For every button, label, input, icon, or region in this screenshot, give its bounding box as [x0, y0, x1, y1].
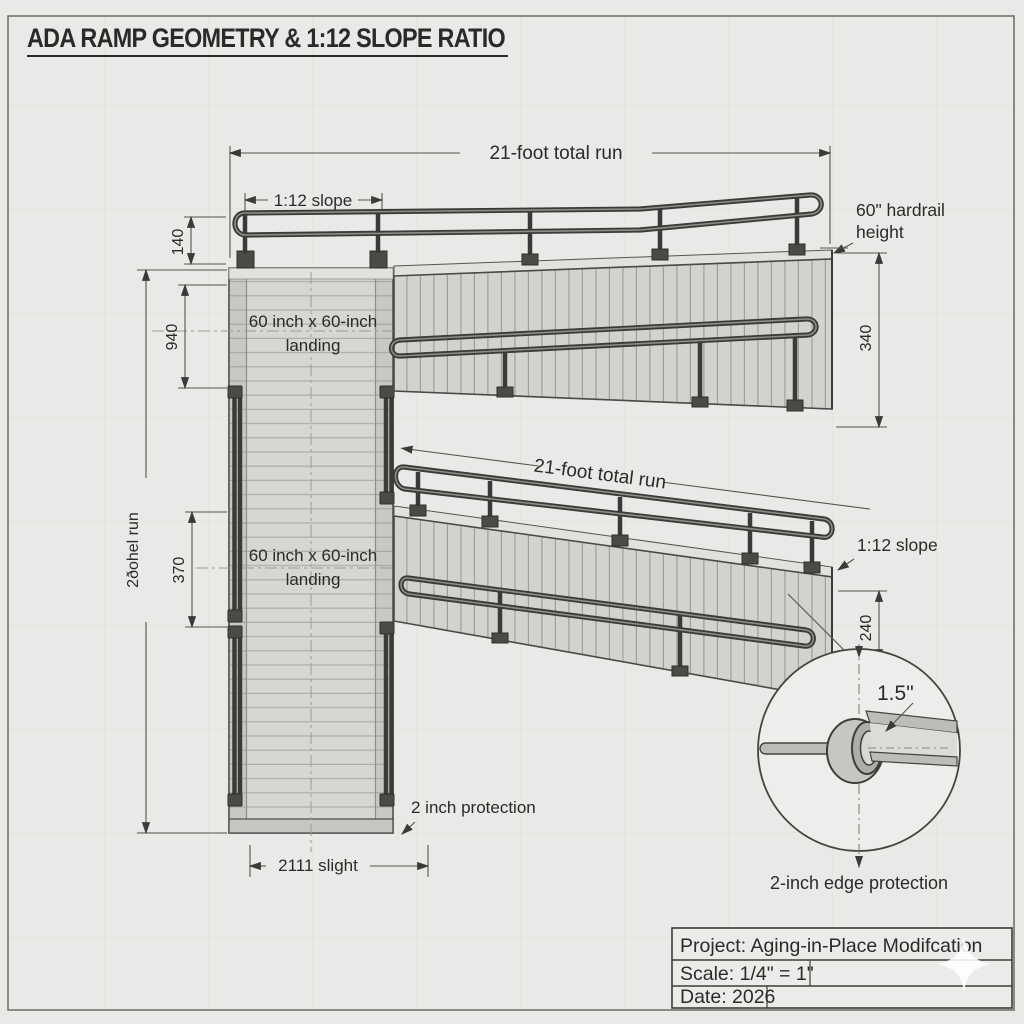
dim-370-label: 370: [171, 557, 188, 584]
landing1-label-line1: 60 inch x 60-inch: [249, 312, 378, 331]
dim-top-total-run: 21-foot total run: [228, 143, 832, 258]
dim-top-slope: 1:12 slope: [243, 191, 384, 211]
note-handrail-height-line1: 60" hardrail: [856, 200, 945, 220]
dim-top-slope-label: 1:12 slope: [274, 191, 352, 210]
dim-left-total-run-label: 2ðohel run: [125, 512, 142, 588]
dim-left-total-run: 2ðohel run: [125, 268, 227, 835]
corridor-edge-rails: [227, 385, 395, 807]
dim-940: 940: [164, 283, 227, 390]
detail-callout-leader: [787, 593, 847, 653]
title-block-project: Project: Aging-in-Place Modifcation: [680, 935, 982, 957]
dim-340-label: 340: [858, 325, 875, 352]
detail-size-label: 1.5": [877, 682, 914, 705]
note-edge-protection: 2 inch protection: [401, 798, 536, 835]
detail-caption: 2-inch edge protection: [770, 873, 948, 893]
landing1-label-line2: landing: [286, 336, 341, 355]
handrail-foot-plate: [369, 250, 388, 269]
drawing-title: ADA RAMP GEOMETRY & 1:12 SLOPE RATIO: [27, 23, 505, 53]
corridor-plan: [152, 267, 394, 852]
title-block: Project: Aging-in-Place Modifcation Scal…: [671, 927, 1013, 1009]
note-edge-protection-label: 2 inch protection: [411, 798, 536, 817]
dim-bottom-width: 2111 slight: [248, 845, 430, 877]
sparkle-watermark-icon: [938, 936, 990, 992]
dim-140-label: 140: [170, 229, 187, 256]
dim-140: 140: [170, 215, 226, 266]
ramp1-lower-handrail: [388, 316, 819, 412]
note-right-slope-label: 1:12 slope: [857, 535, 938, 555]
dim-940-label: 940: [164, 324, 181, 351]
edge-protection-detail: 1.5": [757, 644, 961, 868]
top-handrail: [232, 192, 824, 266]
ramp2-top-handrail: [392, 464, 835, 574]
landing2-label-line1: 60 inch x 60-inch: [249, 546, 378, 565]
note-right-slope: 1:12 slope: [837, 535, 938, 571]
ramp2-lower-handrail: [398, 575, 816, 677]
note-handrail-height-line2: height: [856, 222, 904, 242]
title-block-scale: Scale: 1/4" = 1": [680, 963, 814, 985]
handrail-foot-plate: [236, 250, 255, 269]
landing2-label-line2: landing: [286, 570, 341, 589]
note-handrail-height: 60" hardrail height: [820, 200, 945, 254]
title-block-date: Date: 2026: [680, 986, 775, 1008]
dim-240-label: 240: [858, 615, 875, 642]
background-grid: [8, 16, 1014, 1010]
dim-bottom-width-label: 2111 slight: [278, 856, 358, 875]
dim-240: 240: [838, 589, 887, 662]
sheet-frame: [7, 15, 1015, 1011]
dim-top-total-run-label: 21-foot total run: [489, 143, 622, 164]
dim-340: 340: [836, 251, 887, 429]
dim-370: 370: [171, 510, 227, 629]
